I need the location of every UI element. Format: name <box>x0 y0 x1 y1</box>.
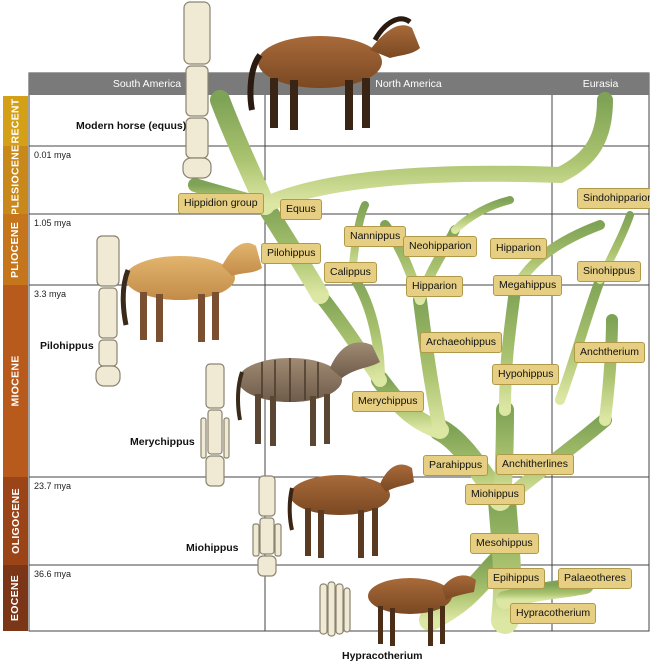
mya-label: 36.6 mya <box>34 569 72 579</box>
region-eurasia: Eurasia <box>582 78 619 90</box>
mya-label: 23.7 mya <box>34 481 72 491</box>
taxon-merychippus: Merychippus <box>352 391 424 412</box>
modern-horse-illustration <box>247 16 420 130</box>
taxon-sinohippus: Sinohippus <box>577 261 641 282</box>
epoch-pliocene: PLIOCENE <box>3 214 28 285</box>
taxon-anchitherlines: Anchitherlines <box>496 454 574 475</box>
hypracotherium-illustration <box>368 575 476 646</box>
taxon-hipparion-north-america: Hipparion <box>406 276 463 297</box>
epoch-label: MIOCENE <box>9 355 22 407</box>
animal-name-miohippus: Miohippus <box>186 542 239 554</box>
taxon-epihippus: Epihippus <box>487 568 546 589</box>
animal-name-hypracotherium: Hypracotherium <box>342 650 423 662</box>
taxon-anchtherium: Anchtherium <box>574 342 645 363</box>
mya-label: 3.3 mya <box>34 289 67 299</box>
region-south-america: South America <box>112 78 182 90</box>
merychippus-illustration <box>236 342 380 446</box>
epoch-miocene: MIOCENE <box>3 285 28 477</box>
epoch-label: PLIOCENE <box>9 221 22 278</box>
taxon-equus: Equus <box>280 199 322 220</box>
taxon-nannippus: Nannippus <box>344 226 407 247</box>
taxon-mesohippus: Mesohippus <box>470 533 539 554</box>
leg-bone-modern <box>182 1 212 179</box>
taxon-sindohipparion: Sindohipparion <box>577 188 650 209</box>
taxon-neohipparion: Neohipparion <box>403 236 478 257</box>
epoch-eocene: EOCENE <box>3 565 28 631</box>
epoch-recent: RECENT <box>3 96 28 146</box>
taxon-hippidion-group: Hippidion group <box>178 193 264 214</box>
animal-name-modern: Modern horse (equus) <box>76 120 187 132</box>
pilohippus-illustration <box>120 242 262 342</box>
epoch-oligocene: OLIGOCENE <box>3 477 28 565</box>
animal-name-pilohippus: Pilohippus <box>40 340 94 352</box>
taxon-hipparion-eurasia: Hipparion <box>490 238 547 259</box>
epoch-label: RECENT <box>9 98 22 144</box>
taxon-archaeohippus: Archaeohippus <box>420 332 503 353</box>
leg-bone-hypracotherium <box>319 581 351 637</box>
chart-grid <box>28 72 650 632</box>
epoch-label: OLIGOCENE <box>9 488 22 554</box>
taxon-calippus: Calippus <box>324 262 377 283</box>
taxon-hypohippus: Hypohippus <box>492 364 560 385</box>
animal-name-merychippus: Merychippus <box>130 436 195 448</box>
leg-bone-merychippus <box>200 363 230 487</box>
taxon-pilohippus: Pilohippus <box>261 243 322 264</box>
miohippus-illustration <box>287 464 414 558</box>
mya-label: 0.01 mya <box>34 150 72 160</box>
leg-bone-miohippus <box>252 475 282 577</box>
epoch-label: PLESIOCENE <box>9 144 22 216</box>
epoch-plesiocene: PLESIOCENE <box>3 144 28 216</box>
epoch-label: EOCENE <box>9 574 22 622</box>
mya-label: 1.05 mya <box>34 218 72 228</box>
taxon-miohippus: Miohippus <box>465 484 525 505</box>
leg-bone-pilohippus <box>95 235 121 387</box>
taxon-palaeotheres: Palaeotheres <box>558 568 632 589</box>
region-north-america: North America <box>375 78 442 90</box>
taxon-parahippus: Parahippus <box>423 455 489 476</box>
taxon-hypracotherium: Hypracotherium <box>510 603 597 624</box>
taxon-megahippus: Megahippus <box>493 275 563 296</box>
